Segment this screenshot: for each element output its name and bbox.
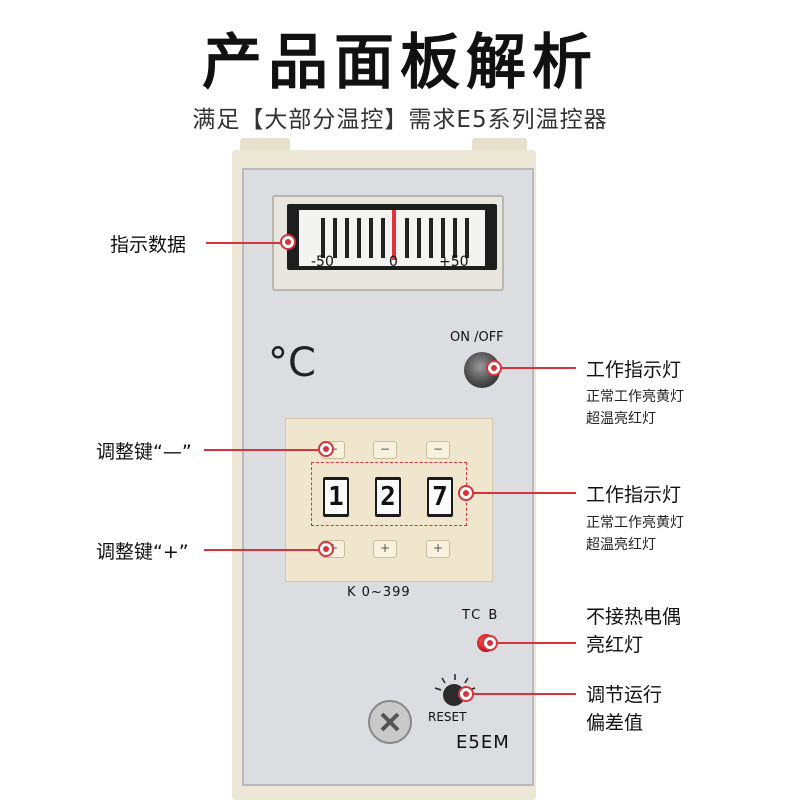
callout-line xyxy=(204,549,322,551)
callout-line xyxy=(206,242,282,244)
callout-marker xyxy=(458,686,474,702)
callout-work-led-title: 工作指示灯 xyxy=(586,359,682,381)
meter-tick xyxy=(441,218,445,258)
callout-key-minus: 调整键“—” xyxy=(96,441,192,463)
callout-marker xyxy=(318,441,334,457)
meter-tick xyxy=(453,218,457,258)
callout-digits-title: 工作指示灯 xyxy=(586,484,682,506)
callout-line xyxy=(496,642,576,644)
meter-needle xyxy=(392,210,396,260)
callout-key-plus: 调整键“+” xyxy=(96,541,189,563)
meter-face: -50 0 +50 xyxy=(299,210,485,270)
digit-tens: 2 xyxy=(375,477,401,517)
digit-highlight-box xyxy=(311,462,467,526)
digit-hundreds-value: 1 xyxy=(325,480,347,514)
meter-tick xyxy=(429,218,433,258)
meter-tick xyxy=(405,218,409,258)
range-label: K 0~399 xyxy=(347,585,411,600)
callout-digits-note: 正常工作亮黄灯 超温亮红灯 xyxy=(586,512,684,556)
callout-display-data: 指示数据 xyxy=(110,234,187,256)
unit-label: °C xyxy=(268,340,316,386)
meter-tick xyxy=(357,218,361,258)
callout-digits-line-1: 正常工作亮黄灯 xyxy=(586,515,684,531)
callout-marker xyxy=(318,541,334,557)
callout-marker xyxy=(280,234,296,250)
callout-line xyxy=(204,449,322,451)
callout-work-led-line-2: 超温亮红灯 xyxy=(586,411,656,427)
digit-units-value: 7 xyxy=(429,480,451,514)
callout-line xyxy=(500,367,576,369)
meter-scale-min: -50 xyxy=(311,254,334,270)
plus-key-tens[interactable]: + xyxy=(373,540,397,558)
callout-thermocouple: 不接热电偶 亮红灯 xyxy=(586,603,681,659)
meter-tick xyxy=(381,218,385,258)
callout-work-led-line-1: 正常工作亮黄灯 xyxy=(586,389,684,405)
page-title: 产品面板解析 xyxy=(202,28,598,98)
screw-cross-icon xyxy=(380,712,400,732)
callout-reset-line-2: 偏差值 xyxy=(586,712,644,734)
page-subtitle: 满足【大部分温控】需求E5系列温控器 xyxy=(192,107,608,133)
callout-thermocouple-line-2: 亮红灯 xyxy=(586,634,644,656)
meter-scale-zero: 0 xyxy=(389,254,398,270)
minus-key-tens[interactable]: − xyxy=(373,441,397,459)
meter-window: -50 0 +50 xyxy=(287,204,497,270)
minus-key-units[interactable]: − xyxy=(426,441,450,459)
digit-hundreds: 1 xyxy=(323,477,349,517)
callout-work-led-note: 正常工作亮黄灯 超温亮红灯 xyxy=(586,386,684,430)
meter-tick xyxy=(417,218,421,258)
power-switch-label: ON /OFF xyxy=(450,330,504,345)
callout-reset-line-1: 调节运行 xyxy=(586,684,663,706)
meter-tick xyxy=(465,218,469,258)
callout-line xyxy=(472,492,576,494)
digit-tens-value: 2 xyxy=(377,480,399,514)
meter-tick xyxy=(321,218,325,258)
meter-tick xyxy=(369,218,373,258)
digit-units: 7 xyxy=(427,477,453,517)
model-label: E5EM xyxy=(456,732,510,753)
callout-thermocouple-line-1: 不接热电偶 xyxy=(586,606,682,628)
screw-icon xyxy=(368,700,412,744)
callout-digits-line-2: 超温亮红灯 xyxy=(586,537,656,553)
plus-key-units[interactable]: + xyxy=(426,540,450,558)
meter-tick xyxy=(333,218,337,258)
reset-label: RESET xyxy=(428,710,467,724)
meter-scale-max: +50 xyxy=(439,254,469,270)
sensor-type-label: TC B xyxy=(462,608,500,623)
meter-tick xyxy=(345,218,349,258)
callout-line xyxy=(472,693,576,695)
callout-reset: 调节运行 偏差值 xyxy=(586,681,662,737)
